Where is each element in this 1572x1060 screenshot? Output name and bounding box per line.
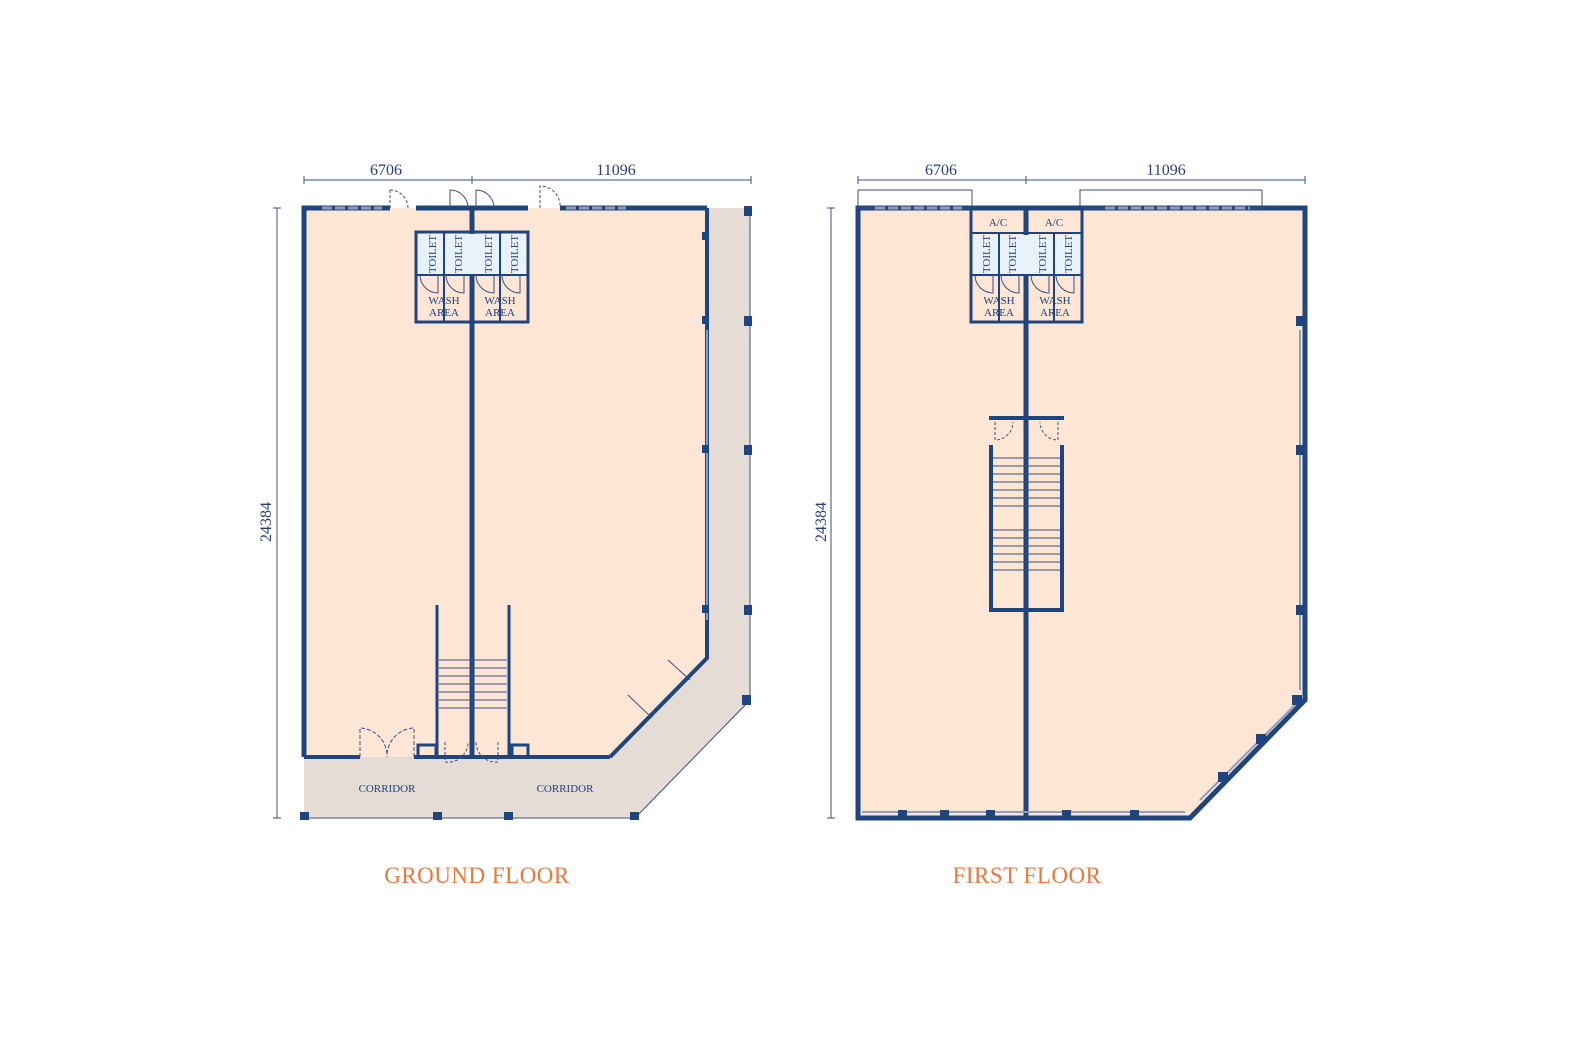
toilet-label: TOILET [427,235,439,274]
dimension-lines [273,176,752,819]
toilet-label: TOILET [483,235,495,274]
staircase [416,605,530,763]
first-floor-plan: A/C A/C TOILET TOILET TOILET TOILET WASH… [813,162,1308,888]
ac-label: A/C [989,217,1007,229]
diagonal-door [627,659,691,719]
wash-area-label: AREA [485,307,515,319]
first-floor-units [858,208,1305,818]
corridor-label: CORRIDOR [537,783,595,795]
ground-floor-units [304,208,707,757]
wash-area-label: AREA [1040,307,1070,319]
toilet-label: TOILET [1037,235,1049,274]
ac-label: A/C [1045,217,1063,229]
roof-ledge [857,189,973,209]
toilet-label: TOILET [981,235,993,274]
toilet-label: TOILET [1063,235,1075,274]
dimension-right-width: 11096 [1146,162,1185,179]
toilet-label: TOILET [1007,235,1019,274]
ground-floor-title: GROUND FLOOR [384,863,570,888]
double-door [359,727,415,758]
columns [898,316,1306,819]
dimension-lines [827,176,1306,819]
wash-area-label: AREA [984,307,1014,319]
dimension-left-width: 6706 [370,162,402,179]
wash-area-label: WASH [983,295,1014,307]
door-swing [389,189,409,209]
door-swing [449,189,469,209]
roof-ledge [1079,189,1263,209]
toilet-label: TOILET [453,235,465,274]
dimension-right-width: 11096 [596,162,635,179]
door-swing [475,189,495,209]
ground-floor-plan: TOILET TOILET TOILET TOILET WASH AREA WA… [258,162,752,888]
corridor-label: CORRIDOR [359,783,417,795]
wash-area-label: WASH [484,295,515,307]
staircase [989,416,1064,612]
wash-area-label: AREA [429,307,459,319]
dimension-depth: 24384 [813,502,830,542]
window [1199,703,1297,801]
toilet-block: A/C A/C TOILET TOILET TOILET TOILET WASH… [969,206,1084,324]
first-floor-title: FIRST FLOOR [953,863,1102,888]
toilet-label: TOILET [509,235,521,274]
dimension-left-width: 6706 [925,162,957,179]
dimension-depth: 24384 [258,502,275,542]
door-swing [539,185,561,209]
columns [300,206,752,820]
wash-area-label: WASH [1039,295,1070,307]
wash-area-label: WASH [428,295,459,307]
toilet-block: TOILET TOILET TOILET TOILET WASH AREA WA… [414,230,530,324]
